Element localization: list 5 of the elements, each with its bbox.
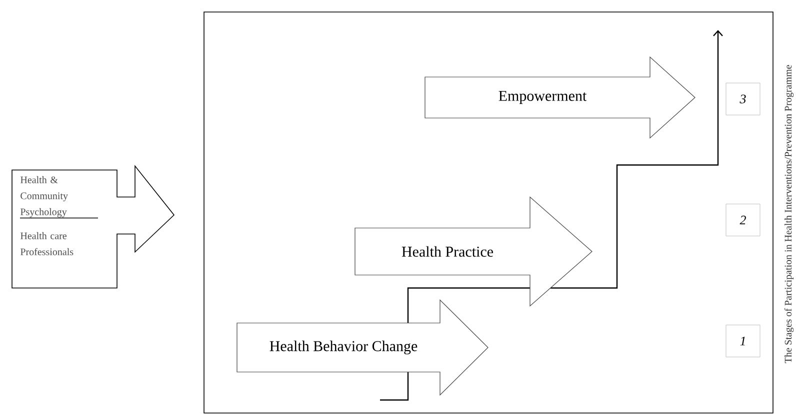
number-box: 3 bbox=[726, 82, 760, 116]
frame-box bbox=[204, 12, 774, 414]
number-box: 1 bbox=[726, 324, 760, 358]
number-box: 2 bbox=[726, 204, 760, 236]
caption: The Stages of Participation in Health Interventions/Prevention Programme bbox=[784, 65, 794, 364]
